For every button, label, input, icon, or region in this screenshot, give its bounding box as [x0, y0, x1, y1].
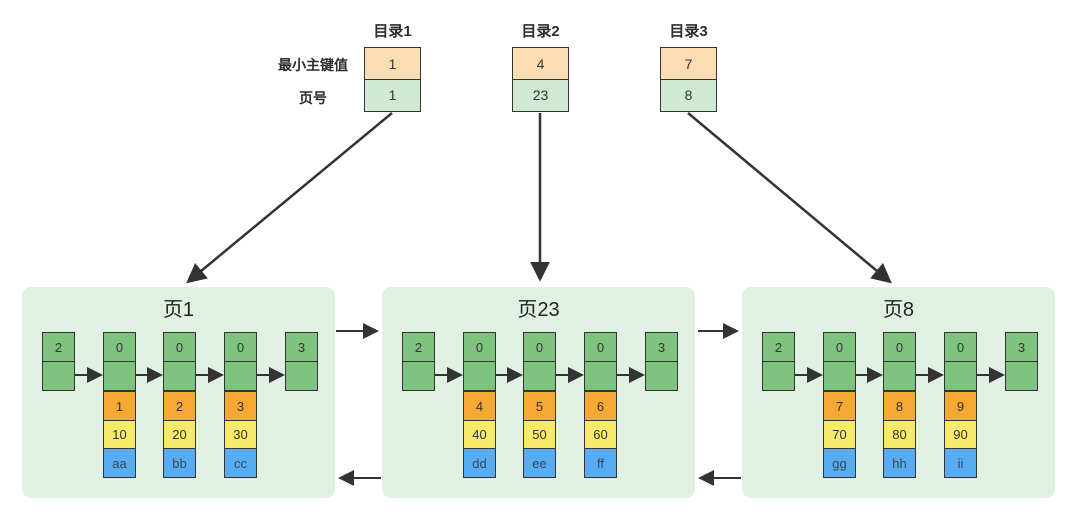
record-column: 0 1 10 aa	[103, 332, 136, 478]
record-type-cell: 0	[523, 332, 556, 362]
primary-key-cell: 6	[584, 391, 617, 421]
record-column: 0 7 70 gg	[823, 332, 856, 478]
primary-key-cell: 7	[823, 391, 856, 421]
record-type-cell: 2	[42, 332, 75, 362]
record-type-cell: 0	[883, 332, 916, 362]
primary-key-cell: 8	[883, 391, 916, 421]
value-cell: 70	[823, 419, 856, 450]
data-cell: aa	[103, 448, 136, 478]
value-cell: 60	[584, 419, 617, 450]
value-cell: 50	[523, 419, 556, 450]
record-type-cell: 3	[285, 332, 318, 362]
infimum-column: 2	[402, 332, 435, 391]
supremum-column: 3	[1005, 332, 1038, 391]
directory-to-page-arrows	[186, 112, 892, 284]
page-card-23: 页23 2 0 4 40 dd 0 5 50 ee 0 6 60 ff 3	[382, 287, 695, 498]
record-type-cell: 0	[103, 332, 136, 362]
min-key-cell: 7	[660, 47, 717, 80]
next-pointer-cell	[463, 360, 496, 391]
page-title: 页23	[517, 299, 560, 321]
row-label-min-key: 最小主键值	[278, 57, 348, 73]
record-type-cell: 0	[463, 332, 496, 362]
data-cell: ff	[584, 448, 617, 478]
data-cell: ee	[523, 448, 556, 478]
primary-key-cell: 4	[463, 391, 496, 421]
primary-key-cell: 9	[944, 391, 977, 421]
directory-box: 1 1	[364, 47, 421, 112]
value-cell: 20	[163, 419, 196, 450]
row-label-page-no: 页号	[299, 90, 327, 106]
page-title: 页8	[882, 299, 915, 321]
next-pointer-cell	[883, 360, 916, 391]
page-no-cell: 8	[660, 78, 717, 112]
directory-title: 目录1	[373, 23, 412, 40]
value-cell: 10	[103, 419, 136, 450]
data-cell: hh	[883, 448, 916, 478]
page-card-8: 页8 2 0 7 70 gg 0 8 80 hh 0 9 90 ii 3	[742, 287, 1055, 498]
next-pointer-cell	[584, 360, 617, 391]
min-key-cell: 1	[364, 47, 421, 80]
data-cell: bb	[163, 448, 196, 478]
record-type-cell: 0	[823, 332, 856, 362]
data-cell: gg	[823, 448, 856, 478]
record-column: 0 6 60 ff	[584, 332, 617, 478]
record-column: 0 9 90 ii	[944, 332, 977, 478]
directory-box: 7 8	[660, 47, 717, 112]
record-column: 0 2 20 bb	[163, 332, 196, 478]
record-type-cell: 2	[762, 332, 795, 362]
data-cell: cc	[224, 448, 257, 478]
record-type-cell: 0	[224, 332, 257, 362]
next-pointer-cell	[645, 360, 678, 391]
primary-key-cell: 2	[163, 391, 196, 421]
primary-key-cell: 3	[224, 391, 257, 421]
next-pointer-cell	[285, 360, 318, 391]
primary-key-cell: 1	[103, 391, 136, 421]
record-type-cell: 0	[944, 332, 977, 362]
next-pointer-cell	[163, 360, 196, 391]
record-type-cell: 2	[402, 332, 435, 362]
infimum-column: 2	[762, 332, 795, 391]
next-pointer-cell	[944, 360, 977, 391]
value-cell: 40	[463, 419, 496, 450]
data-cell: dd	[463, 448, 496, 478]
min-key-cell: 4	[512, 47, 569, 80]
page-card-1: 页1 2 0 1 10 aa 0 2 20 bb 0 3 30 cc 3	[22, 287, 335, 498]
page-title: 页1	[162, 299, 195, 321]
value-cell: 80	[883, 419, 916, 450]
directory-title: 目录3	[669, 23, 708, 40]
record-column: 0 5 50 ee	[523, 332, 556, 478]
next-pointer-cell	[523, 360, 556, 391]
next-pointer-cell	[224, 360, 257, 391]
next-pointer-cell	[762, 360, 795, 391]
record-column: 0 8 80 hh	[883, 332, 916, 478]
directory-title: 目录2	[521, 23, 560, 40]
page-no-cell: 1	[364, 78, 421, 112]
directory-box: 4 23	[512, 47, 569, 112]
page-no-cell: 23	[512, 78, 569, 112]
record-type-cell: 0	[584, 332, 617, 362]
next-pointer-cell	[823, 360, 856, 391]
supremum-column: 3	[285, 332, 318, 391]
record-column: 0 4 40 dd	[463, 332, 496, 478]
next-pointer-cell	[103, 360, 136, 391]
value-cell: 90	[944, 419, 977, 450]
next-pointer-cell	[1005, 360, 1038, 391]
value-cell: 30	[224, 419, 257, 450]
data-cell: ii	[944, 448, 977, 478]
record-column: 0 3 30 cc	[224, 332, 257, 478]
infimum-column: 2	[42, 332, 75, 391]
next-pointer-cell	[42, 360, 75, 391]
primary-key-cell: 5	[523, 391, 556, 421]
record-type-cell: 3	[645, 332, 678, 362]
supremum-column: 3	[645, 332, 678, 391]
next-pointer-cell	[402, 360, 435, 391]
record-type-cell: 0	[163, 332, 196, 362]
record-type-cell: 3	[1005, 332, 1038, 362]
